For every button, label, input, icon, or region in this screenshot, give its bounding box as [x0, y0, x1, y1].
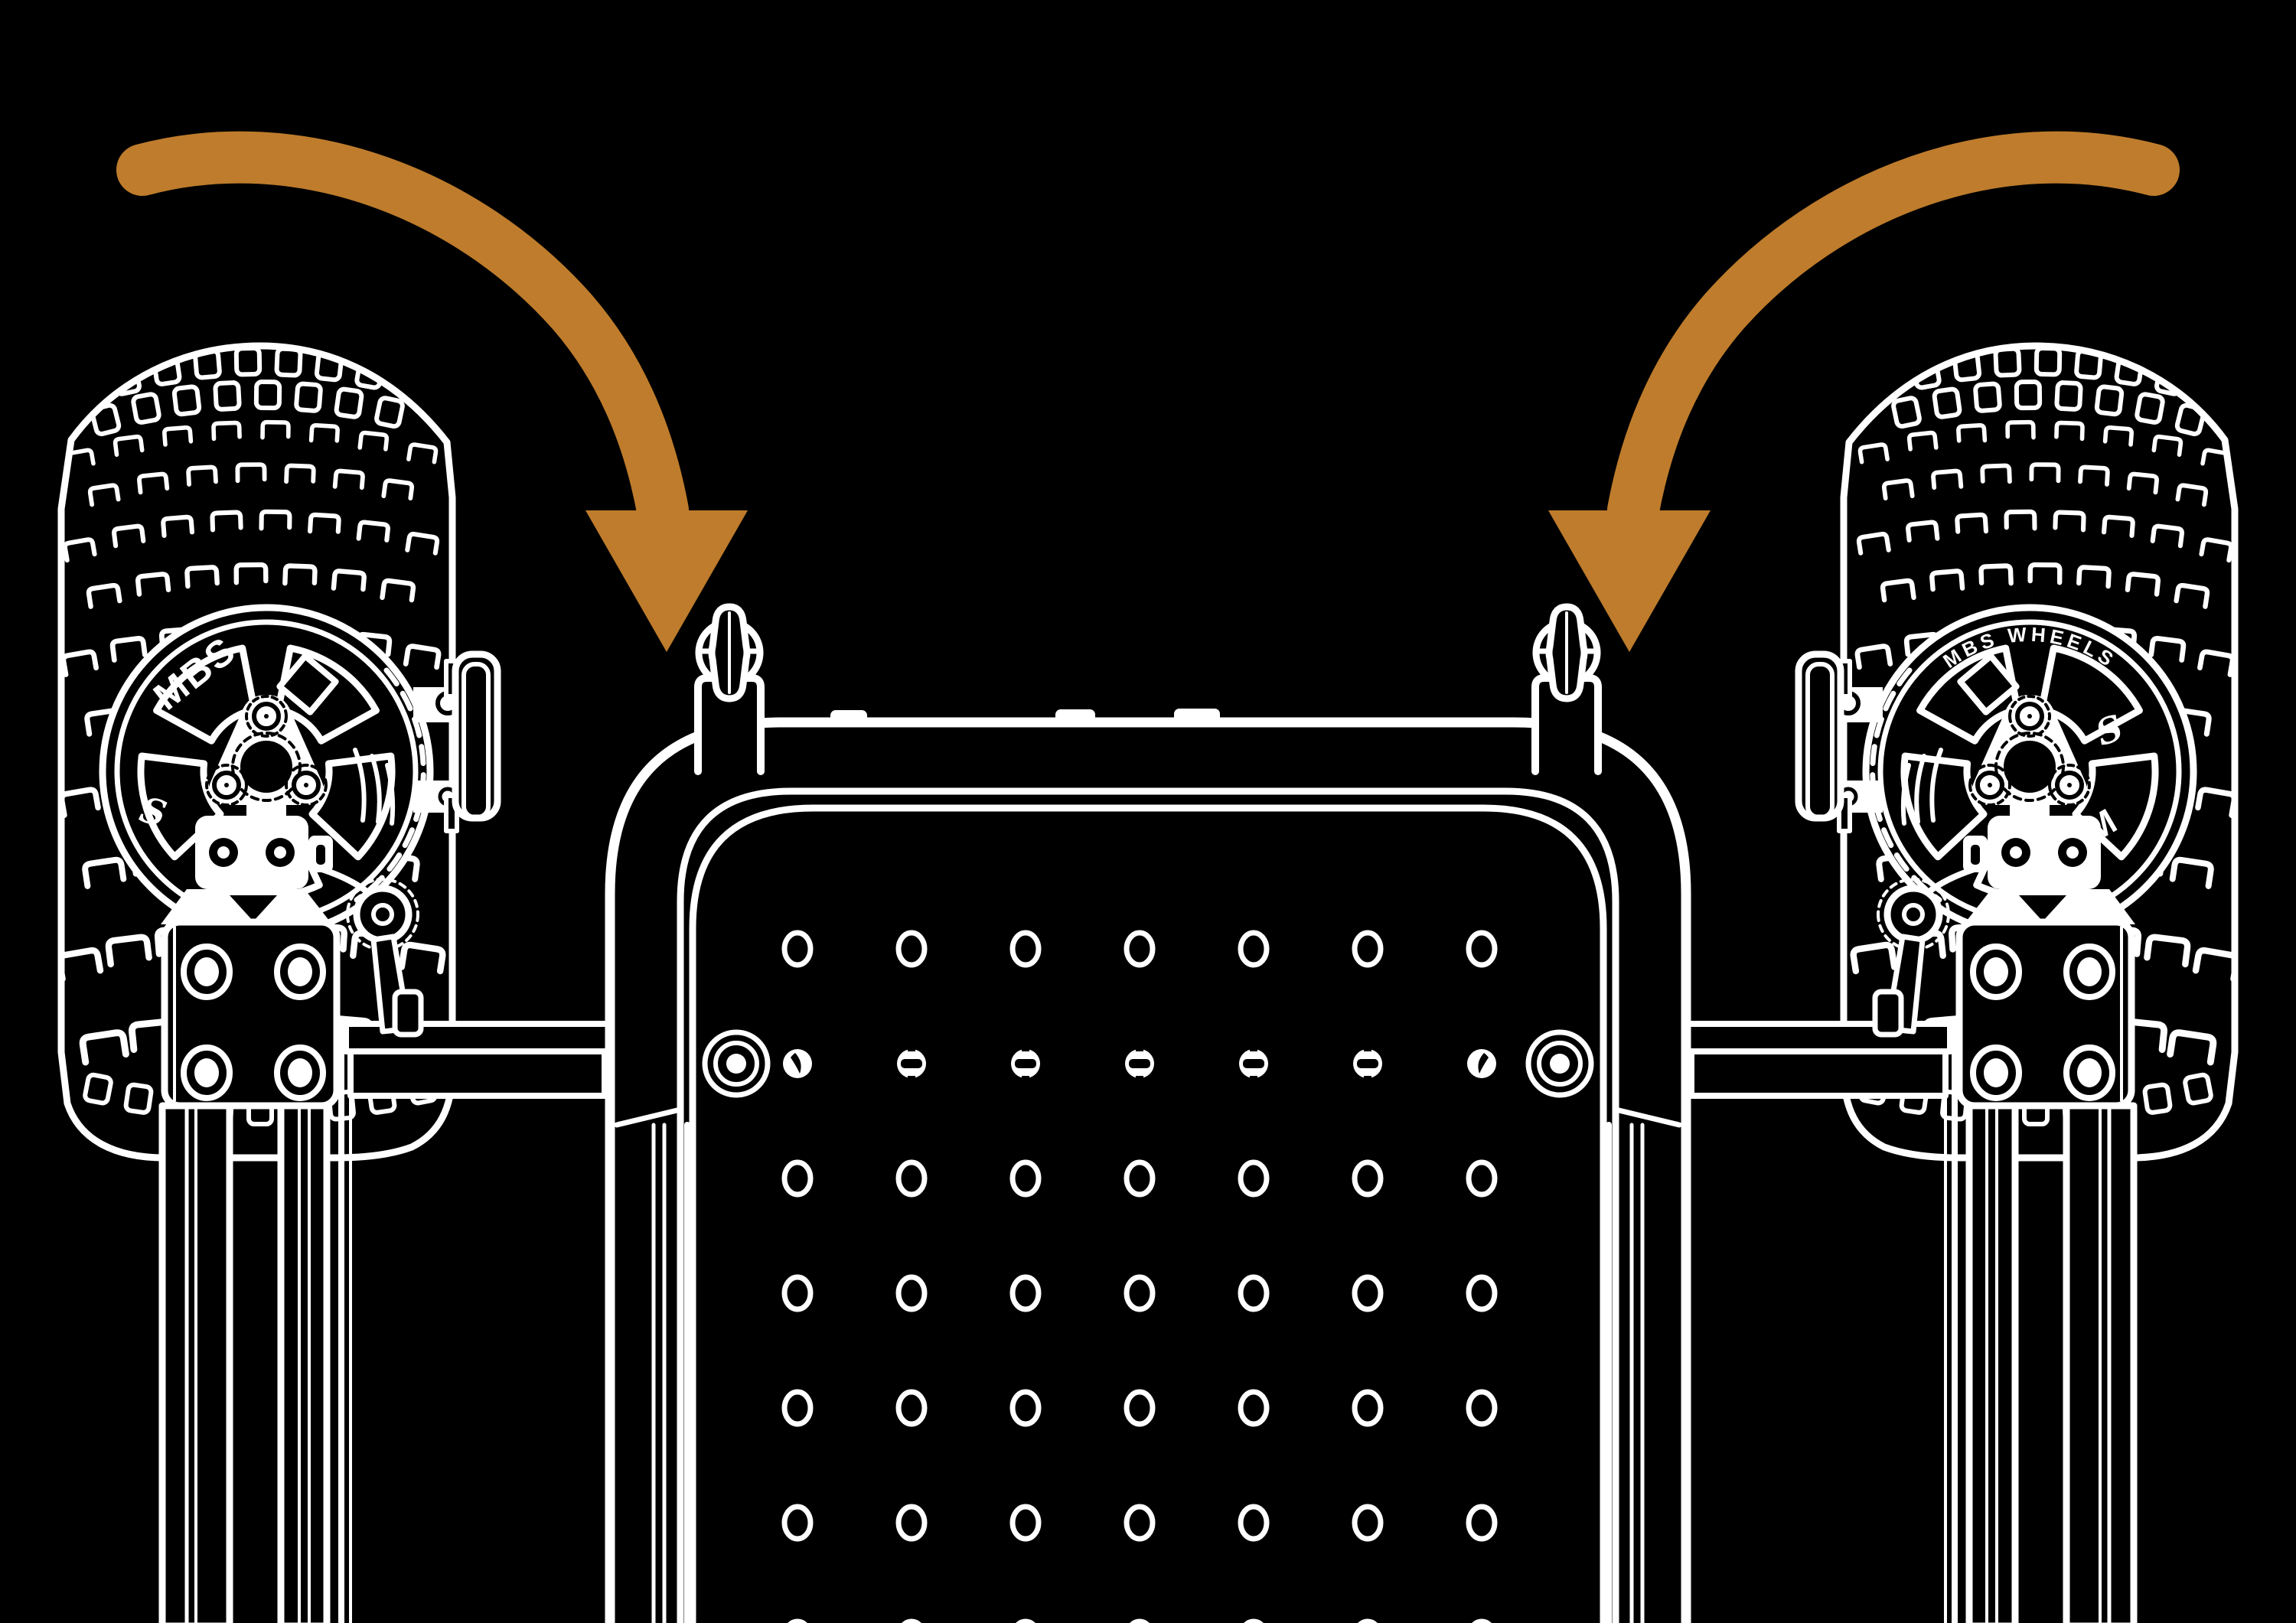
panel-hole	[1009, 930, 1042, 968]
panel-hole	[1124, 1274, 1156, 1312]
panel-hole	[1238, 1504, 1270, 1542]
panel-hole	[1352, 1504, 1384, 1542]
slot-hole-slot	[1243, 1059, 1264, 1068]
panel-hole	[1124, 930, 1156, 968]
slot-hole-slot	[1129, 1059, 1150, 1068]
panel-hole	[895, 1389, 928, 1427]
panel-hole	[781, 1274, 814, 1312]
panel-outline	[689, 804, 1607, 1623]
deck-frame	[605, 709, 1691, 1623]
panel-hole	[1352, 930, 1384, 968]
panel-hole	[1472, 1618, 1492, 1623]
panel-hole	[1009, 1274, 1042, 1312]
grommet-outer-ring	[702, 1029, 771, 1098]
moon-hole-crescent	[1478, 1053, 1489, 1074]
panel-hole	[1466, 1274, 1498, 1312]
panel-hole	[1009, 1504, 1042, 1542]
panel-hole	[895, 930, 928, 968]
grommet-center	[726, 1054, 746, 1074]
panel-hole	[1352, 1159, 1384, 1198]
frame-inner-tube	[677, 787, 1619, 1623]
panel-grommet	[702, 1029, 771, 1098]
grommet-inner-ring	[1537, 1041, 1583, 1087]
slot-hole-notch	[1250, 1076, 1257, 1079]
panel-hole	[1016, 1618, 1035, 1623]
panel-hole	[1124, 1504, 1156, 1542]
panel-hole	[1466, 1504, 1498, 1542]
slot-hole-notch	[1364, 1076, 1371, 1079]
panel-slot-hole	[1239, 1048, 1268, 1079]
panel-hole	[895, 1274, 928, 1312]
slot-hole-notch	[1022, 1076, 1029, 1079]
panel-hole	[1009, 1159, 1042, 1198]
panel-hole	[781, 1159, 814, 1198]
post-chamfer-left	[614, 1106, 683, 1128]
panel-hole	[1009, 1389, 1042, 1427]
moon-hole-crescent	[791, 1053, 801, 1074]
slot-hole-slot	[1357, 1059, 1378, 1068]
panel-slot-hole	[1353, 1048, 1382, 1079]
panel-hole	[1352, 1389, 1384, 1427]
panel-hole	[1124, 1389, 1156, 1427]
panel-hole	[1238, 1159, 1270, 1198]
panel-hole	[781, 1389, 814, 1427]
panel-hole	[1466, 930, 1498, 968]
slot-hole-notch	[1136, 1076, 1143, 1079]
panel-hole	[902, 1618, 921, 1623]
slot-hole-notch	[1250, 1048, 1257, 1051]
panel-hole	[1238, 1389, 1270, 1427]
panel-hole	[1238, 1274, 1270, 1312]
panel-hole	[781, 1504, 814, 1542]
panel-hole	[1244, 1618, 1264, 1623]
panel-hole	[1130, 1618, 1150, 1623]
frame-top-tab	[830, 710, 867, 724]
panel-hole	[1352, 1274, 1384, 1312]
panel-hole	[1466, 1389, 1498, 1427]
panel-slot-hole	[897, 1048, 926, 1079]
grommet-outer-ring	[1525, 1029, 1594, 1098]
frame-top-tab	[1174, 709, 1220, 724]
panel-hole	[895, 1504, 928, 1542]
panel-hole	[1124, 1159, 1156, 1198]
panel-hole	[781, 930, 814, 968]
panel-slot-hole	[1011, 1048, 1040, 1079]
post-foot-edges-right	[1629, 1123, 1645, 1623]
slot-hole-slot	[901, 1059, 922, 1068]
panel-hole	[1466, 1159, 1498, 1198]
deck-panel	[689, 804, 1607, 1623]
panel-hole-grid	[702, 930, 1594, 1623]
panel-moon-hole	[783, 1049, 812, 1078]
slot-hole-slot	[1015, 1059, 1036, 1068]
panel-hole	[788, 1618, 807, 1623]
slot-hole-notch	[1022, 1048, 1029, 1051]
post-chamfer-right	[1613, 1106, 1682, 1128]
grommet-center	[1550, 1054, 1570, 1074]
panel-hole	[1238, 930, 1270, 968]
post-foot-edges-left	[651, 1123, 667, 1623]
slot-hole-notch	[908, 1076, 915, 1079]
slot-hole-notch	[1136, 1048, 1143, 1051]
panel-grommet	[1525, 1029, 1594, 1098]
frame-top-tab	[1055, 709, 1095, 724]
left-mounting-pin	[698, 607, 761, 771]
slot-hole-notch	[1364, 1048, 1371, 1051]
frame-outer-tube	[605, 717, 1691, 1623]
panel-moon-hole	[1467, 1049, 1496, 1078]
panel-slot-hole	[1125, 1048, 1154, 1079]
panel-hole	[895, 1159, 928, 1198]
grommet-inner-ring	[713, 1041, 759, 1087]
panel-hole	[1358, 1618, 1378, 1623]
right-mounting-pin	[1535, 607, 1598, 771]
slot-hole-notch	[908, 1048, 915, 1051]
